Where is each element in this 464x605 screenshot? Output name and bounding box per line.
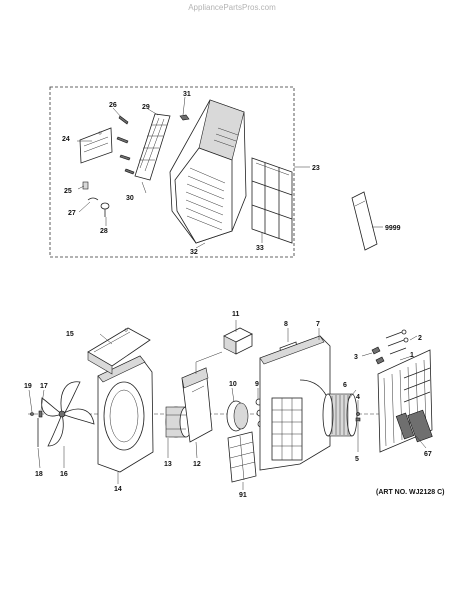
- label-26: 26: [109, 102, 117, 109]
- label-25: 25: [64, 188, 72, 195]
- label-24: 24: [62, 136, 70, 143]
- label-5: 5: [355, 456, 359, 463]
- label-7: 7: [316, 321, 320, 328]
- part-67-heater-strips[interactable]: [395, 367, 433, 443]
- part-7-blower-housing[interactable]: [259, 335, 332, 471]
- label-28: 28: [100, 228, 108, 235]
- part-6-blower-wheel[interactable]: [322, 393, 358, 437]
- label-6: 6: [343, 382, 347, 389]
- part-9999-owners-manual[interactable]: [351, 191, 378, 251]
- label-10: 10: [229, 381, 237, 388]
- label-11: 11: [232, 311, 240, 318]
- part-29-louver-frame[interactable]: [134, 113, 171, 181]
- label-18: 18: [35, 471, 43, 478]
- label-12: 12: [193, 461, 201, 468]
- part-10-coupling[interactable]: [226, 400, 249, 432]
- site-watermark: AppliancePartsPros.com: [188, 3, 276, 12]
- part-14-fan-shroud[interactable]: [97, 355, 154, 473]
- label-2: 2: [418, 335, 422, 342]
- label-9999: 9999: [385, 225, 401, 232]
- part-24-bracket[interactable]: [79, 127, 113, 164]
- art-number: (ART NO. WJ2128 C): [376, 489, 445, 496]
- part-31-spring[interactable]: [179, 114, 190, 121]
- label-19: 19: [24, 383, 32, 390]
- label-3: 3: [354, 354, 358, 361]
- label-23: 23: [312, 165, 320, 172]
- label-8: 8: [284, 321, 288, 328]
- label-31: 31: [183, 91, 191, 98]
- label-1: 1: [410, 352, 414, 359]
- label-91: 91: [239, 492, 247, 499]
- part-4-nut[interactable]: [356, 412, 360, 416]
- part-16-fan-blade[interactable]: [41, 381, 95, 447]
- label-32: 32: [190, 249, 198, 256]
- label-13: 13: [164, 461, 172, 468]
- part-26-louver-springs[interactable]: [116, 115, 135, 175]
- front-assembly-dashed-box: [49, 86, 295, 258]
- part-12-motor-bracket[interactable]: [181, 367, 213, 443]
- label-14: 14: [114, 486, 122, 493]
- label-15: 15: [66, 331, 74, 338]
- part-17-washer[interactable]: [38, 410, 43, 418]
- part-15-top-cover[interactable]: [87, 327, 151, 375]
- label-30: 30: [126, 195, 134, 202]
- label-9: 9: [255, 381, 259, 388]
- part-3-fittings[interactable]: [371, 346, 385, 365]
- part-33-air-filter[interactable]: [251, 157, 293, 244]
- label-29: 29: [142, 104, 150, 111]
- part-32-front-grille[interactable]: [169, 99, 247, 244]
- part-19-nut[interactable]: [30, 412, 34, 416]
- label-16: 16: [60, 471, 68, 478]
- part-28-knob[interactable]: [100, 202, 110, 217]
- part-5-clip[interactable]: [355, 417, 361, 422]
- part-25-clip[interactable]: [82, 181, 89, 190]
- part-2-tubing[interactable]: [385, 329, 409, 355]
- label-33: 33: [256, 245, 264, 252]
- part-11-control-box[interactable]: [195, 327, 253, 374]
- label-4: 4: [356, 394, 360, 401]
- part-91-grille-panel[interactable]: [227, 431, 257, 483]
- label-67: 67: [424, 451, 432, 458]
- part-27-spring-clip[interactable]: [87, 197, 99, 201]
- label-27: 27: [68, 210, 76, 217]
- label-17: 17: [40, 383, 48, 390]
